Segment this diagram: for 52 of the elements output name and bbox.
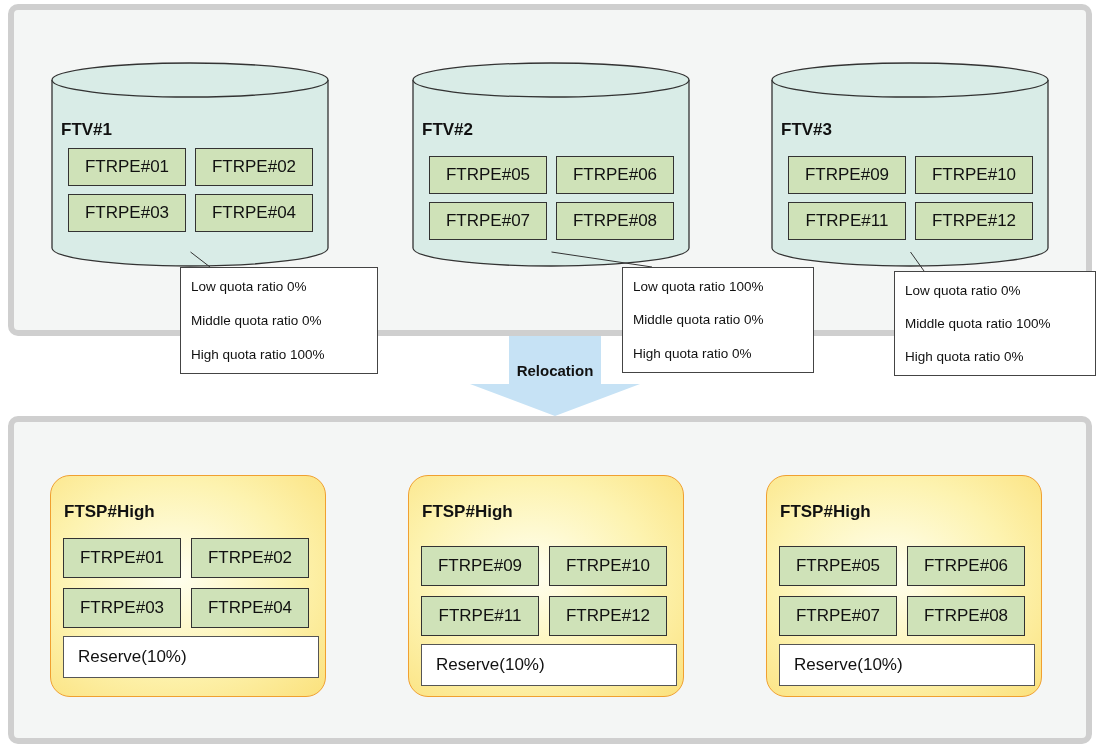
ratio-text: Low quota ratio 100% — [633, 279, 765, 295]
ratio-text: Middle quota ratio 0% — [633, 312, 765, 328]
extent-box: FTRPE#08 — [907, 596, 1025, 636]
extent-box: FTRPE#05 — [779, 546, 897, 586]
volume-label: FTV#2 — [422, 120, 474, 140]
ratio-text: Middle quota ratio 100% — [905, 316, 1052, 331]
ratio-text: Low quota ratio 0% — [191, 279, 308, 295]
volume-label: FTV#3 — [781, 120, 833, 140]
pool-label: FTSP#High — [422, 502, 513, 522]
extent-box: FTRPE#11 — [788, 202, 906, 240]
extent-box: FTRPE#01 — [63, 538, 181, 578]
extent-box: FTRPE#02 — [195, 148, 313, 186]
extent-box: FTRPE#09 — [421, 546, 539, 586]
extent-box: FTRPE#10 — [549, 546, 667, 586]
extent-box: FTRPE#06 — [556, 156, 674, 194]
extent-box: FTRPE#08 — [556, 202, 674, 240]
callout-box — [894, 271, 1096, 376]
ratio-text: Low quota ratio 0% — [905, 283, 1022, 298]
extent-box: FTRPE#06 — [907, 546, 1025, 586]
extent-box: FTRPE#07 — [779, 596, 897, 636]
pool-card — [50, 475, 326, 697]
extent-box: FTRPE#11 — [421, 596, 539, 636]
extent-box: FTRPE#03 — [63, 588, 181, 628]
reserve-box: Reserve(10%) — [779, 644, 1035, 686]
ratio-text: High quota ratio 0% — [633, 345, 753, 361]
callout-box — [622, 267, 814, 373]
pool-card — [766, 475, 1042, 697]
ratio-text: Middle quota ratio 0% — [191, 313, 323, 328]
pool-label: FTSP#High — [64, 502, 155, 522]
extent-box: FTRPE#02 — [191, 538, 309, 578]
extent-box: FTRPE#12 — [549, 596, 667, 636]
extent-box: FTRPE#03 — [68, 194, 186, 232]
callout-box — [180, 267, 378, 374]
ratio-text: High quota ratio 0% — [905, 349, 1025, 364]
extent-box: FTRPE#01 — [68, 148, 186, 186]
ratio-text: High quota ratio 100% — [191, 346, 326, 362]
pool-label: FTSP#High — [780, 502, 871, 522]
extent-box: FTRPE#05 — [429, 156, 547, 194]
panel-background — [8, 4, 1092, 336]
extent-box: FTRPE#04 — [191, 588, 309, 628]
pool-card — [408, 475, 684, 697]
leader-line — [190, 251, 211, 268]
extent-box: FTRPE#09 — [788, 156, 906, 194]
extent-box: FTRPE#07 — [429, 202, 547, 240]
panel-background — [8, 416, 1092, 744]
reserve-box: Reserve(10%) — [421, 644, 677, 686]
extent-box: FTRPE#12 — [915, 202, 1033, 240]
extent-box: FTRPE#10 — [915, 156, 1033, 194]
leader-line — [910, 251, 925, 272]
volume-label: FTV#1 — [61, 120, 113, 140]
reserve-box: Reserve(10%) — [63, 636, 319, 678]
extent-box: FTRPE#04 — [195, 194, 313, 232]
